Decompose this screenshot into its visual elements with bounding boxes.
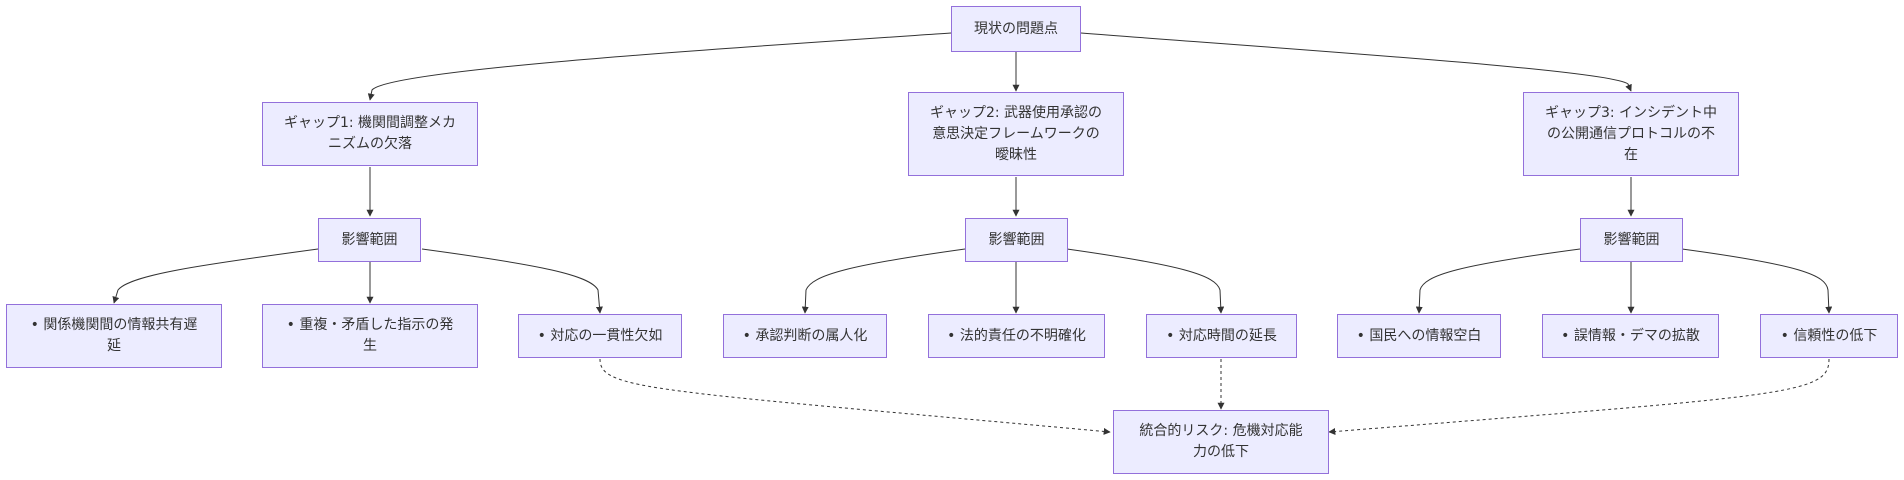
- node-integrated-risk-label: 統合的リスク: 危機対応能 力の低下: [1139, 423, 1303, 460]
- node-impact-1b-label: • 重複・矛盾した指示の発 生: [286, 317, 454, 354]
- node-impact-3b: • 誤情報・デマの拡散: [1542, 314, 1719, 358]
- node-gap2-label: ギャップ2: 武器使用承認の 意思決定フレームワークの 曖昧性: [929, 104, 1103, 163]
- node-impact-3a: • 国民への情報空白: [1337, 314, 1501, 358]
- node-impact-1a: • 関係機関間の情報共有遅 延: [6, 304, 222, 368]
- edge-i1c-risk: [599, 358, 1111, 435]
- node-root: 現状の問題点: [951, 6, 1081, 52]
- node-gap3: ギャップ3: インシデント中 の公開通信プロトコルの不 在: [1523, 92, 1739, 176]
- node-impact-1a-label: • 関係機関間の情報共有遅 延: [30, 317, 198, 354]
- node-impact-2b-label: • 法的責任の不明確化: [947, 327, 1086, 344]
- node-gap1: ギャップ1: 機関間調整メカ ニズムの欠落: [262, 102, 478, 166]
- edge-scope3-i3c: [1681, 248, 1833, 314]
- node-gap3-label: ギャップ3: インシデント中 の公開通信プロトコルの不 在: [1544, 104, 1718, 163]
- edge-scope3-i3a: [1415, 248, 1581, 314]
- node-scope1: 影響範囲: [318, 218, 421, 262]
- edge-scope2-i2a: [801, 248, 966, 314]
- node-integrated-risk: 統合的リスク: 危機対応能 力の低下: [1113, 410, 1329, 474]
- node-impact-2a: • 承認判断の属人化: [723, 314, 887, 358]
- node-gap2: ギャップ2: 武器使用承認の 意思決定フレームワークの 曖昧性: [908, 92, 1124, 176]
- node-impact-3c: • 信頼性の低下: [1760, 314, 1898, 358]
- edge-root-gap3: [1080, 32, 1632, 92]
- node-scope3: 影響範囲: [1580, 218, 1683, 262]
- edge-scope2-i2c: [1066, 248, 1225, 314]
- node-impact-3b-label: • 誤情報・デマの拡散: [1561, 327, 1700, 344]
- node-scope2-label: 影響範囲: [988, 231, 1045, 248]
- node-impact-2b: • 法的責任の不明確化: [928, 314, 1105, 358]
- node-impact-1c-label: • 対応の一貫性欠如: [537, 327, 663, 344]
- node-impact-2c: • 対応時間の延長: [1146, 314, 1297, 358]
- edge-i3c-risk: [1328, 358, 1830, 435]
- node-impact-1b: • 重複・矛盾した指示の発 生: [262, 304, 478, 368]
- node-root-label: 現状の問題点: [974, 20, 1058, 37]
- node-scope1-label: 影響範囲: [341, 231, 398, 248]
- node-impact-2c-label: • 対応時間の延長: [1166, 327, 1277, 344]
- edge-scope1-i1c: [421, 248, 603, 314]
- node-impact-3c-label: • 信頼性の低下: [1780, 327, 1878, 344]
- node-impact-1c: • 対応の一貫性欠如: [518, 314, 682, 358]
- node-impact-3a-label: • 国民への情報空白: [1356, 327, 1482, 344]
- edge-root-gap1: [367, 32, 952, 101]
- node-scope3-label: 影響範囲: [1603, 231, 1660, 248]
- node-impact-2a-label: • 承認判断の属人化: [742, 327, 868, 344]
- node-scope2: 影響範囲: [965, 218, 1068, 262]
- node-gap1-label: ギャップ1: 機関間調整メカ ニズムの欠落: [283, 115, 457, 152]
- edge-scope1-i1a: [112, 248, 319, 304]
